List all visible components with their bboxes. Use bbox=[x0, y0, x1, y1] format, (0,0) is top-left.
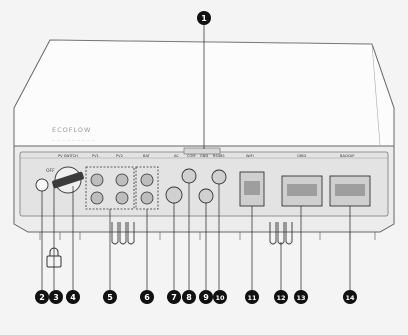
pv1-positive-connector bbox=[90, 173, 104, 187]
label-com: COM bbox=[187, 154, 195, 158]
svg-text:6: 6 bbox=[144, 293, 150, 302]
backup-port-inner bbox=[335, 184, 365, 196]
right-bevel-line bbox=[371, 43, 381, 146]
svg-text:11: 11 bbox=[247, 294, 257, 302]
svg-text:8: 8 bbox=[186, 293, 192, 302]
callout-10: 10 bbox=[213, 290, 227, 304]
svg-text:4: 4 bbox=[70, 293, 76, 302]
svg-text:3: 3 bbox=[53, 293, 59, 302]
label-bat: BAT bbox=[143, 154, 151, 158]
grid-port-inner bbox=[287, 184, 317, 196]
label-rs485: RS485 bbox=[213, 154, 225, 158]
label-pv2: PV2 bbox=[116, 154, 123, 158]
label-ac: AC bbox=[174, 154, 179, 158]
callout-7: 7 bbox=[167, 290, 181, 304]
callout-5: 5 bbox=[103, 290, 117, 304]
svg-text:5: 5 bbox=[107, 293, 113, 302]
callout-1: 1 bbox=[197, 11, 211, 25]
callout-12: 12 bbox=[274, 290, 288, 304]
com-gland bbox=[181, 168, 197, 184]
pv1-negative-connector bbox=[90, 191, 104, 205]
callout-3: 3 bbox=[49, 290, 63, 304]
svg-text:1: 1 bbox=[201, 14, 207, 23]
label-backup: BACKUP bbox=[340, 154, 355, 158]
label-gnd: GND bbox=[200, 154, 208, 158]
rs485-gland bbox=[198, 188, 214, 204]
brand-subtext: ————————— bbox=[52, 138, 97, 142]
callout-4: 4 bbox=[66, 290, 80, 304]
callout-2: 2 bbox=[35, 290, 49, 304]
svg-text:10: 10 bbox=[215, 294, 225, 302]
bat-negative-connector bbox=[140, 191, 154, 205]
wifi-port-inner bbox=[244, 181, 260, 195]
pv2-negative-connector bbox=[115, 191, 129, 205]
label-wifi: WIFI bbox=[246, 154, 254, 158]
wifi-gland bbox=[211, 169, 227, 185]
callout-11: 11 bbox=[245, 290, 259, 304]
svg-text:14: 14 bbox=[345, 294, 355, 302]
leader-lines bbox=[41, 24, 351, 290]
callout-9: 9 bbox=[199, 290, 213, 304]
ac-gland bbox=[165, 186, 183, 204]
ground-terminal bbox=[35, 178, 49, 192]
svg-text:13: 13 bbox=[296, 294, 305, 302]
svg-text:12: 12 bbox=[276, 294, 285, 302]
svg-text:2: 2 bbox=[39, 293, 45, 302]
heatsink-fins-left bbox=[111, 222, 135, 245]
display-slot bbox=[183, 147, 221, 155]
callout-14: 14 bbox=[343, 290, 357, 304]
callout-8: 8 bbox=[182, 290, 196, 304]
top-edge-line bbox=[49, 39, 373, 45]
brand-text: ECOFLOW bbox=[52, 126, 91, 134]
label-pv1: PV1 bbox=[92, 154, 99, 158]
dc-switch-handle bbox=[52, 171, 84, 189]
label-grid: GRID bbox=[297, 154, 306, 158]
svg-text:7: 7 bbox=[171, 293, 177, 302]
callout-13: 13 bbox=[294, 290, 308, 304]
callout-6: 6 bbox=[140, 290, 154, 304]
pv2-positive-connector bbox=[115, 173, 129, 187]
svg-text:9: 9 bbox=[203, 293, 209, 302]
switch-off-label: OFF bbox=[46, 168, 55, 174]
label-pv-switch: PV SWITCH bbox=[58, 154, 78, 158]
bat-positive-connector bbox=[140, 173, 154, 187]
